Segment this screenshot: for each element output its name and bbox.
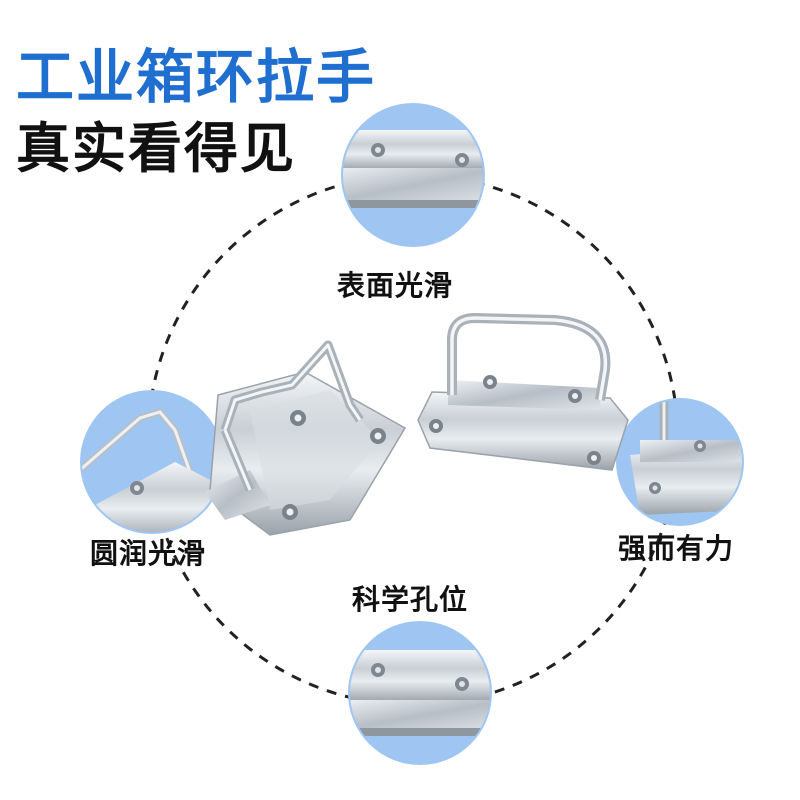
handle-product-right [417,313,629,471]
zoom-circle-left [80,390,224,534]
feature-label-strong: 强而有力 [618,532,735,565]
zoom-circle-top [341,103,485,247]
feature-label-hole-position: 科学孔位 [352,583,469,616]
feature-label-smooth-surface: 表面光滑 [337,269,454,302]
headline-sub: 真实看得见 [16,117,296,180]
headline-main: 工业箱环拉手 [16,43,377,111]
zoom-circle-bottom [348,621,492,765]
zoom-circle-right [616,398,744,526]
feature-label-rounded-smooth: 圆润光滑 [90,537,207,570]
handle-product-left [205,340,407,536]
